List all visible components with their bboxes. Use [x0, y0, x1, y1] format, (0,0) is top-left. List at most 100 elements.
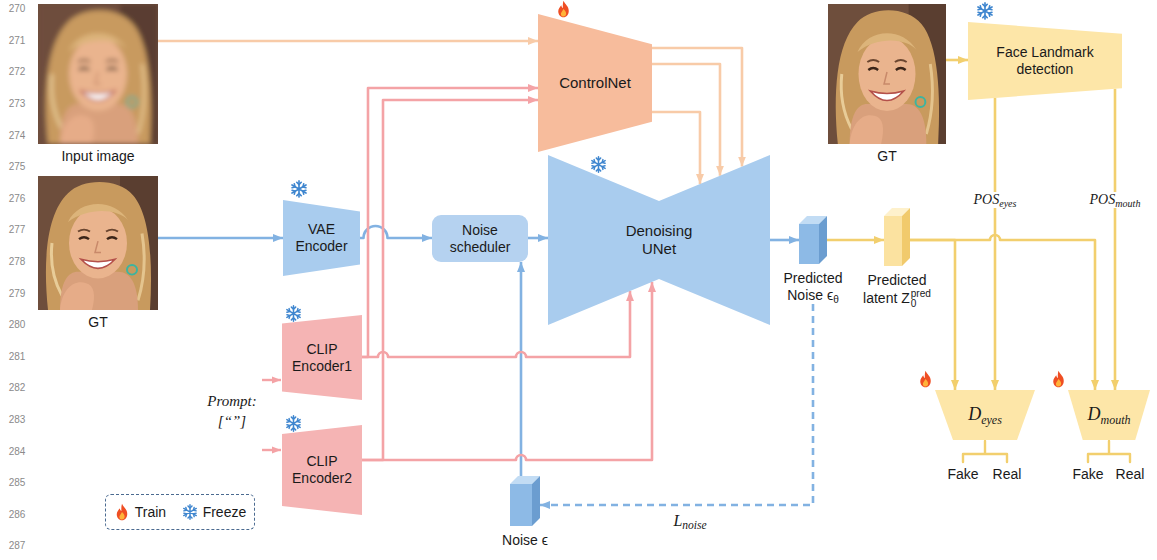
label-text: [“”] [218, 413, 246, 429]
input-photo [38, 4, 158, 144]
node-content: Noise scheduler [432, 215, 528, 262]
node-text: Noise scheduler [440, 222, 520, 256]
connector [540, 304, 813, 505]
label-group: 284 [9, 446, 26, 458]
label-group: 281 [9, 351, 26, 363]
connector [770, 239, 799, 242]
connector [362, 88, 538, 357]
caption: Noise ϵ [495, 532, 555, 549]
shape-fill [282, 315, 362, 400]
shape-fill [968, 22, 1122, 100]
shape-fill [283, 200, 360, 276]
label-text: POS [1090, 192, 1116, 207]
label-group: 285 [9, 477, 26, 489]
connector [652, 48, 742, 167]
clip-encoder: CLIP Encoder1 [282, 315, 362, 400]
label-group: 277 [9, 224, 26, 236]
label-text: Fake [1072, 466, 1103, 482]
gt-photo [828, 4, 946, 144]
legend-icon [114, 503, 130, 521]
cube-side [819, 216, 827, 264]
label-group: Real [1116, 466, 1145, 482]
node-content: Deyes [935, 390, 1035, 440]
connector [946, 59, 968, 62]
gt-photo [38, 176, 158, 310]
node-text: GT [38, 314, 158, 331]
label-group: 287 [9, 540, 26, 552]
caption: Predicted Noise ϵθ [778, 270, 848, 304]
legend-icon-shape [117, 504, 128, 521]
gt-photo: GT [828, 4, 946, 165]
label-group: POSmouth [1087, 192, 1144, 208]
connector [362, 282, 652, 460]
node-text: Denoising UNet [618, 222, 700, 258]
node-content: ControlNet [538, 14, 652, 152]
connector [652, 64, 720, 176]
label-group: [“”] [218, 413, 246, 430]
scheduler-box: Noise scheduler [432, 215, 528, 262]
legend-icon [182, 503, 198, 521]
caption: GT [828, 148, 946, 165]
label-group: 282 [9, 382, 26, 394]
script-stack: pred0 [911, 289, 931, 309]
connector [362, 100, 538, 460]
shape-fill [282, 425, 362, 515]
train-icon [558, 1, 569, 18]
label-text: 284 [9, 446, 26, 457]
connector [528, 237, 548, 240]
connector [994, 98, 997, 390]
label-group: 278 [9, 256, 26, 268]
freeze-icon [592, 157, 605, 172]
landmark-block: Face Landmark detection [968, 22, 1122, 100]
node-content: Face Landmark detection [968, 22, 1122, 100]
label-group: 271 [9, 35, 26, 47]
train-icon [1053, 371, 1064, 388]
label-group: 273 [9, 98, 26, 110]
label-group: Prompt: [207, 393, 256, 410]
freeze-icon [287, 416, 300, 431]
node-text: Face Landmark detection [976, 44, 1114, 78]
label-text: 281 [9, 351, 26, 362]
cube-front [510, 484, 532, 526]
discriminator: Deyes [935, 390, 1035, 440]
shape-fill [548, 155, 770, 325]
label-text: 279 [9, 288, 26, 299]
node-content: VAE Encoder [283, 200, 360, 276]
cube-side [532, 476, 540, 526]
freeze-icon [978, 3, 992, 19]
node-content: Dmouth [1068, 390, 1150, 440]
tensor-cube [495, 476, 555, 526]
clip-encoder: CLIP Encoder2 [282, 425, 362, 515]
label-group: Real [993, 466, 1022, 482]
noise-tensor: Noise ϵ [495, 476, 555, 549]
caption: Input image [38, 148, 158, 165]
label-text: 274 [9, 130, 26, 141]
label-group: Fake [1072, 466, 1103, 482]
freeze-icon [287, 306, 300, 321]
label-text: 286 [9, 509, 26, 520]
label-group: 286 [9, 509, 26, 521]
train-icon [920, 371, 931, 388]
label-group: 274 [9, 130, 26, 142]
controlnet-block: ControlNet [538, 14, 652, 152]
label-text: L [673, 512, 682, 529]
node-text: GT [828, 148, 946, 165]
node-text: VAE Encoder [291, 221, 352, 255]
shape-fill [432, 215, 528, 262]
legend-text: Train [135, 504, 166, 520]
output-brackets [963, 441, 1130, 462]
node-content: CLIP Encoder1 [282, 315, 362, 400]
connector [360, 226, 432, 238]
noise-tensor: Predicted Noise ϵθ [778, 216, 848, 304]
label-text: 276 [9, 193, 26, 204]
label-group: Lnoise [673, 512, 706, 530]
vae-encoder: VAE Encoder [283, 200, 360, 276]
label-group: 280 [9, 319, 26, 331]
node-label: Predicted Noise ϵθ [778, 270, 848, 304]
label-text: 272 [9, 66, 26, 77]
label-text: 278 [9, 256, 26, 267]
freeze-icon [292, 181, 306, 197]
label-text: POS [973, 192, 999, 207]
node-text: Input image [38, 148, 158, 165]
tensor-cube [778, 216, 848, 264]
